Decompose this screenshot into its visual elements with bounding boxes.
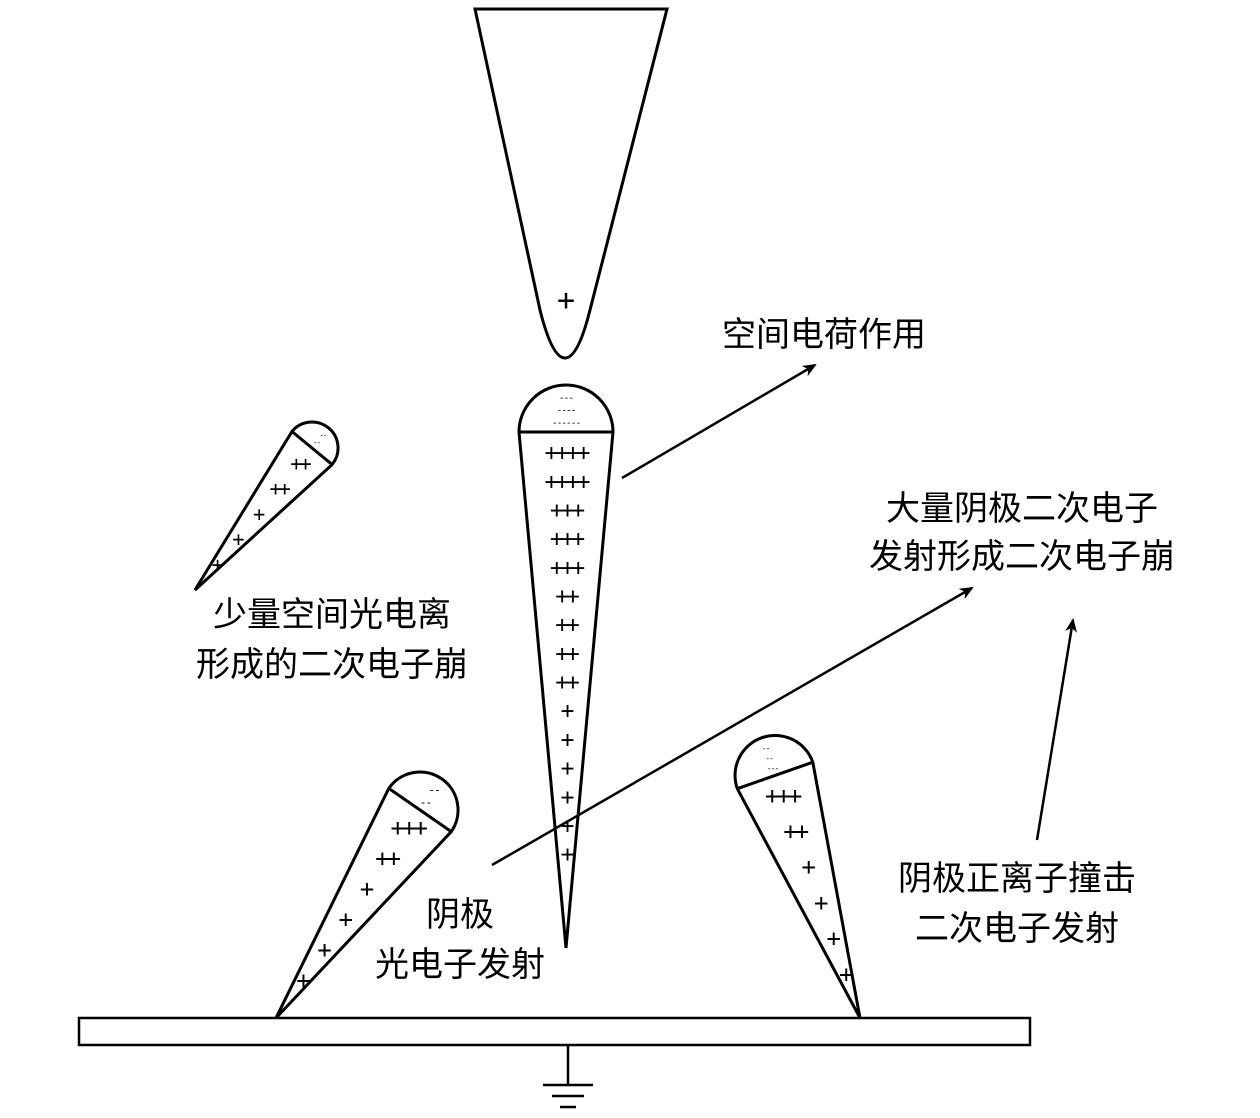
- main-avalanche: -------------+++++++++++++++++++++++++++…: [517, 383, 615, 949]
- bottom-right-avalanche: -------+++++++++: [733, 734, 862, 1019]
- negative-charge-row: ---: [767, 764, 779, 773]
- left-small-avalanche: ----+++++++: [193, 420, 340, 592]
- negative-charge-row: --: [313, 438, 321, 447]
- positive-charge-row: +: [360, 875, 374, 903]
- negative-charge-row: --: [765, 754, 773, 763]
- positive-charge-row: +: [561, 842, 574, 868]
- avalanche-outline: [193, 420, 340, 592]
- label-space-photo-2: 形成的二次电子崩: [196, 645, 468, 685]
- anode-needle: [473, 7, 669, 360]
- negative-charge-row: --: [319, 430, 327, 439]
- anode-charge: +: [557, 283, 575, 318]
- positive-charge-row: ++: [269, 477, 290, 501]
- positive-charge-row: +: [801, 853, 815, 881]
- positive-charge-row: +: [561, 785, 574, 811]
- positive-charge-row: ++: [555, 641, 579, 667]
- positive-charge-row: +: [814, 889, 828, 917]
- label-cathode-photo-2: 光电子发射: [375, 945, 545, 985]
- positive-charge-row: +: [561, 727, 574, 753]
- positive-charge-row: +++: [550, 498, 585, 524]
- positive-charge-row: ++: [290, 451, 311, 475]
- positive-charge-row: ++++: [544, 469, 589, 495]
- positive-charge-row: +: [561, 756, 574, 782]
- negative-charge-row: ----: [557, 406, 576, 417]
- avalanche-outline: [733, 734, 862, 1019]
- arrow-cathode-photo: [491, 586, 974, 867]
- negative-charge-row: ------: [552, 418, 581, 429]
- negative-charge-row: --: [420, 795, 432, 809]
- positive-charge-row: ++: [375, 844, 400, 872]
- positive-charge-row: ++: [555, 584, 579, 610]
- positive-charge-row: +++: [550, 555, 585, 581]
- positive-charge-row: +: [561, 813, 574, 839]
- avalanche-head-divider: [291, 430, 334, 466]
- arrow-ion-impact: [1035, 618, 1077, 841]
- avalanche-head-divider: [736, 760, 814, 791]
- avalanche-outline: [517, 383, 615, 949]
- positive-charge-row: ++: [555, 613, 579, 639]
- label-cathode-photo-1: 阴极: [426, 895, 494, 935]
- positive-charge-row: +: [561, 699, 574, 725]
- cathode-plate: [77, 1016, 1032, 1047]
- negative-charge-row: --: [428, 783, 440, 797]
- label-ion-impact-1: 阴极正离子撞击: [898, 859, 1136, 899]
- label-ion-impact-2: 二次电子发射: [915, 909, 1119, 949]
- positive-charge-row: +++: [391, 814, 428, 842]
- negative-charge-row: ---: [559, 393, 573, 404]
- negative-charge-row: --: [762, 744, 770, 753]
- positive-charge-row: +: [826, 925, 840, 953]
- positive-charge-row: ++: [783, 818, 808, 846]
- arrow-space-charge: [621, 363, 817, 480]
- positive-charge-row: +: [253, 502, 265, 526]
- positive-charge-row: +: [296, 967, 310, 995]
- positive-charge-row: ++++: [544, 441, 589, 467]
- label-cathode-secondary-1: 大量阴极二次电子: [886, 489, 1158, 529]
- positive-charge-row: +++: [550, 527, 585, 553]
- avalanche-head-divider: [387, 787, 453, 833]
- positive-charge-row: +++: [765, 782, 802, 810]
- ground-icon: [543, 1045, 593, 1109]
- label-space-photo-1: 少量空间光电离: [213, 595, 451, 635]
- positive-charge-row: ++: [555, 670, 579, 696]
- label-cathode-secondary-2: 发射形成二次电子崩: [869, 537, 1175, 577]
- avalanche-outline: [274, 770, 460, 1020]
- label-space-charge: 空间电荷作用: [722, 315, 926, 355]
- positive-charge-row: +: [339, 905, 353, 933]
